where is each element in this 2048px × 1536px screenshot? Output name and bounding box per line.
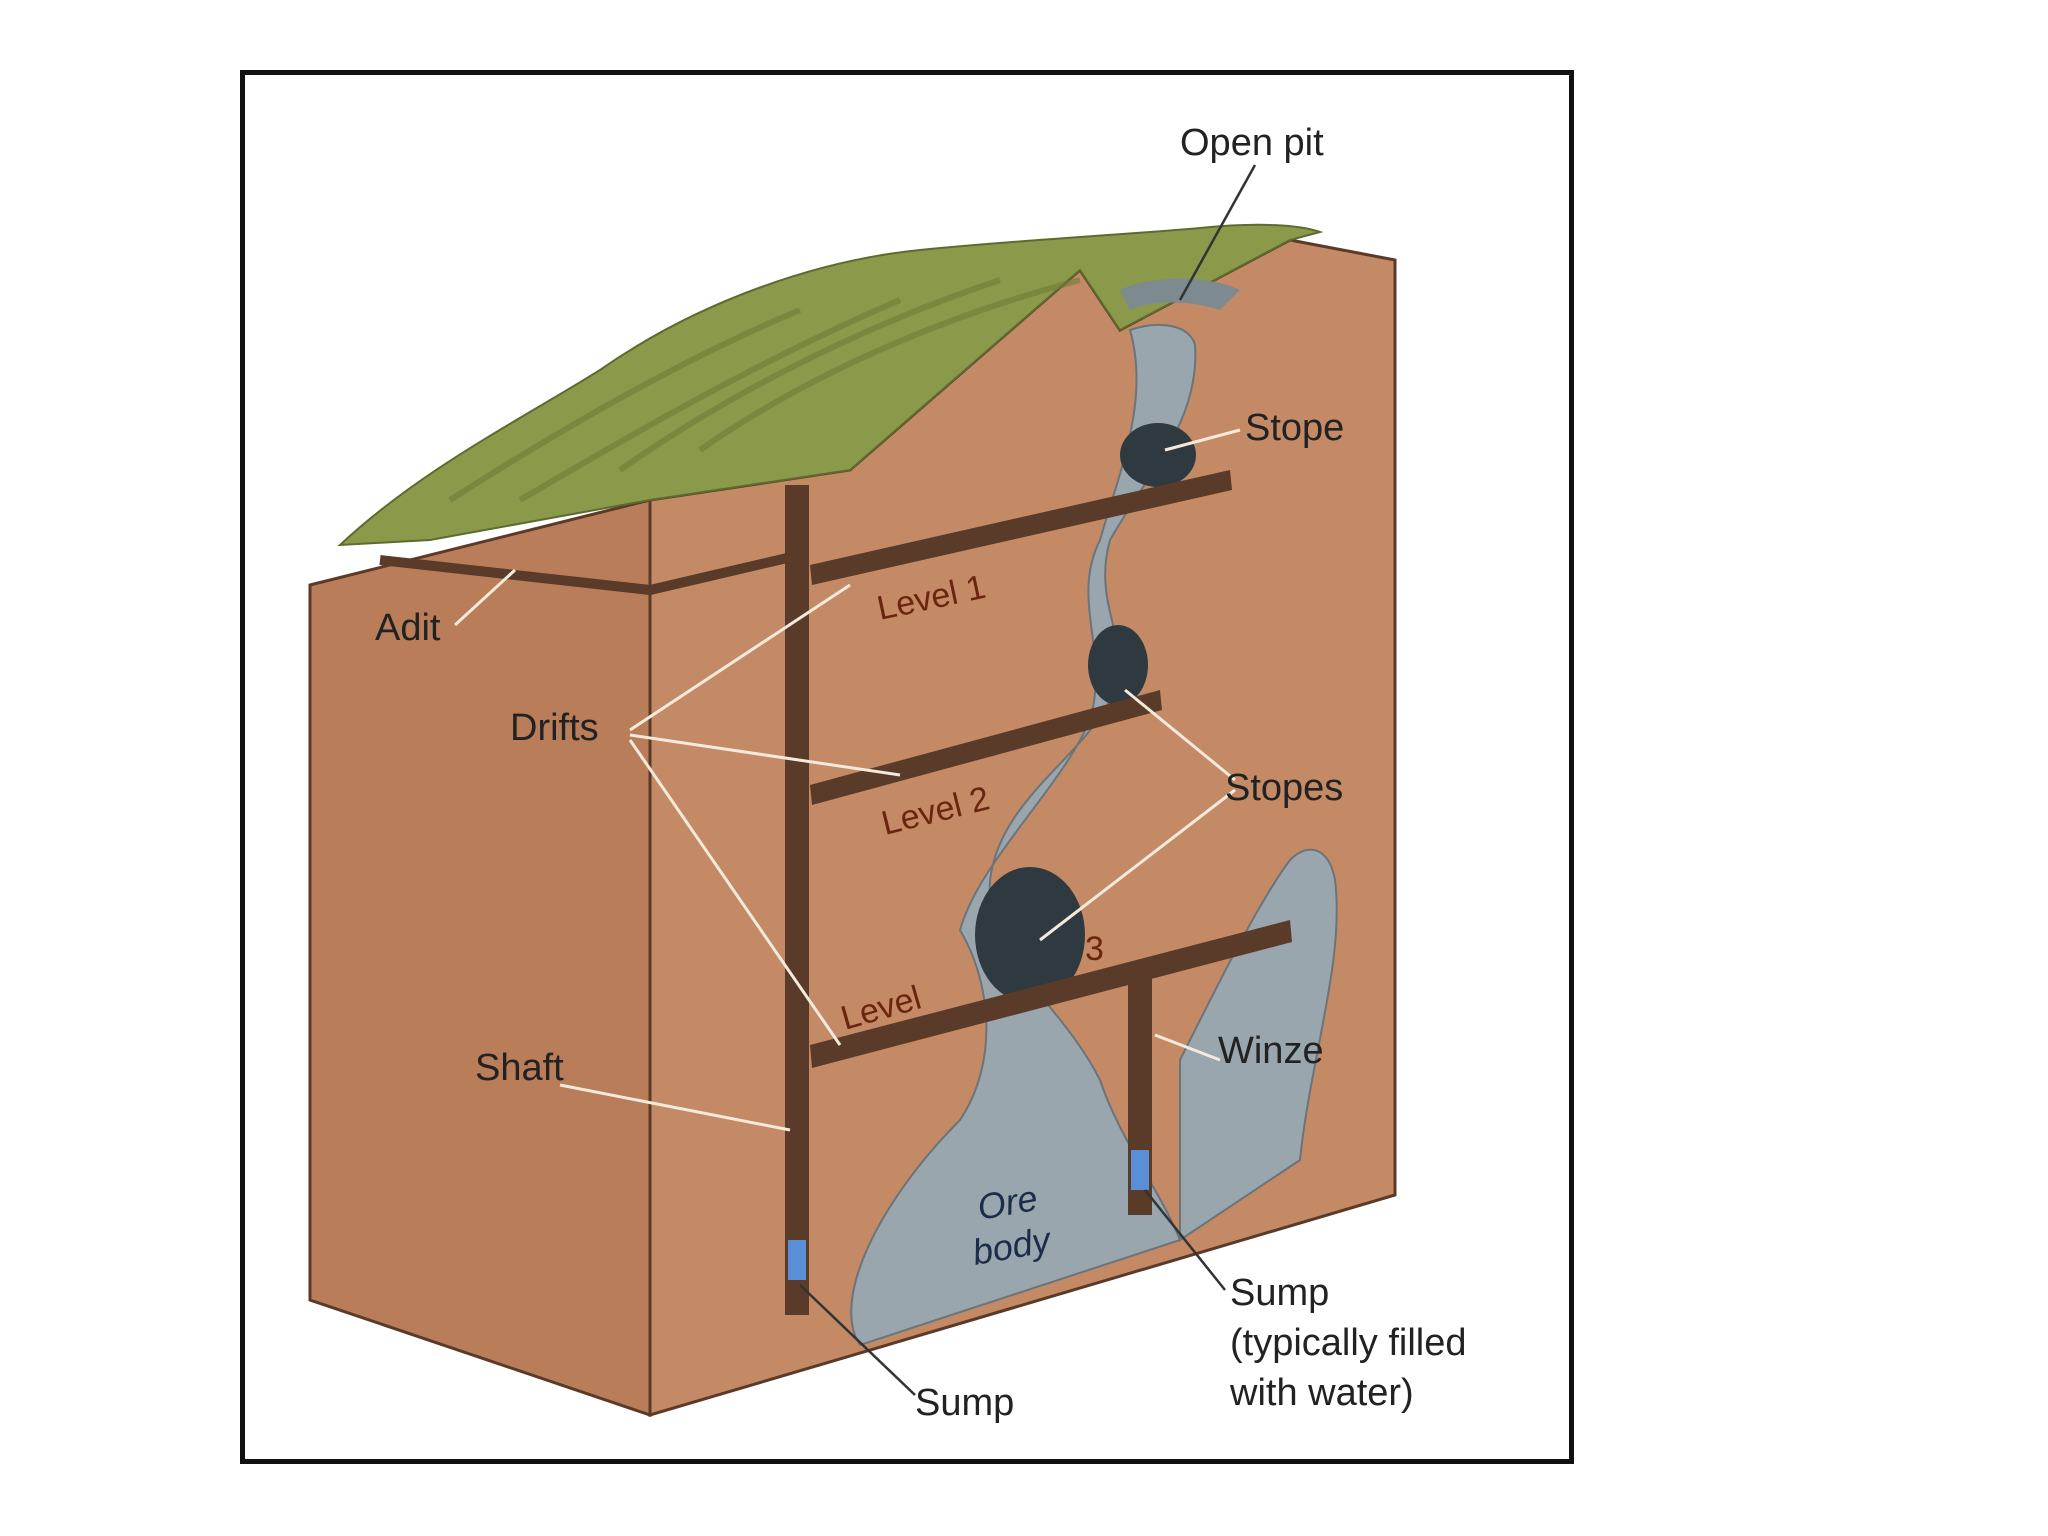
label-stopes: Stopes — [1225, 767, 1343, 809]
label-stope: Stope — [1245, 407, 1344, 449]
label-sump-right-line1: Sump — [1230, 1272, 1329, 1314]
winze-sump-water — [1131, 1150, 1149, 1190]
label-level-3-num: 3 — [1085, 930, 1104, 968]
label-adit: Adit — [375, 607, 441, 649]
label-winze: Winze — [1218, 1030, 1324, 1072]
stope-top — [1120, 423, 1196, 487]
block-left-face — [310, 500, 650, 1415]
label-shaft: Shaft — [475, 1047, 564, 1089]
shaft — [785, 485, 809, 1315]
label-sump-right-line2: (typically filled — [1230, 1322, 1467, 1364]
label-sump-left: Sump — [915, 1382, 1014, 1424]
label-sump-right-line3: with water) — [1229, 1372, 1414, 1414]
shaft-sump-water — [788, 1240, 806, 1280]
label-drifts: Drifts — [510, 707, 599, 749]
label-open-pit: Open pit — [1180, 122, 1324, 164]
stope-middle — [1088, 625, 1148, 705]
